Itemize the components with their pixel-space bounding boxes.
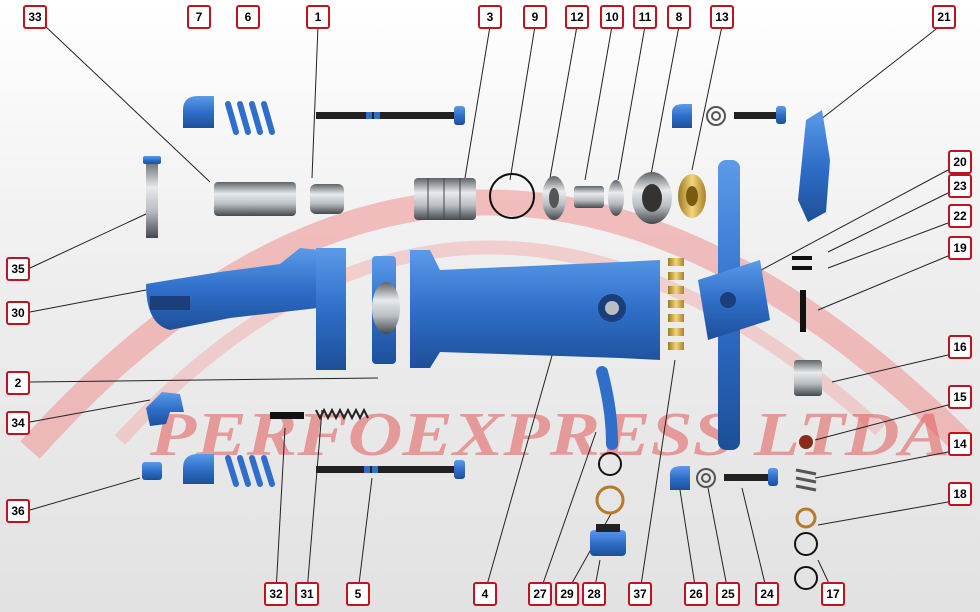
callout-6: 6 xyxy=(236,5,260,29)
washer-25 xyxy=(696,468,716,488)
long-bolt-5 xyxy=(316,460,465,479)
pin-35 xyxy=(143,156,161,238)
callout-31: 31 xyxy=(295,582,319,606)
callout-14: 14 xyxy=(948,432,972,456)
callout-8: 8 xyxy=(667,5,691,29)
callout-23: 23 xyxy=(948,174,972,198)
chuck-8 xyxy=(632,172,672,224)
callout-18: 18 xyxy=(948,482,972,506)
callout-25: 25 xyxy=(716,582,740,606)
cap-nut-7 xyxy=(183,96,214,128)
cap-nut-26 xyxy=(670,466,690,490)
valve-16 xyxy=(794,360,822,396)
lever-34 xyxy=(146,392,184,426)
valve-10 xyxy=(574,186,604,208)
fitting-28 xyxy=(590,524,626,556)
callout-19: 19 xyxy=(948,236,972,260)
oring-29a xyxy=(598,452,622,476)
callout-35: 35 xyxy=(6,257,30,281)
callout-24: 24 xyxy=(755,582,779,606)
callout-29: 29 xyxy=(555,582,579,606)
pin-19 xyxy=(800,290,806,332)
washer-11 xyxy=(608,180,624,216)
callout-12: 12 xyxy=(565,5,589,29)
watermark-arch xyxy=(20,189,970,459)
watermark-inner-arch xyxy=(114,240,885,445)
callout-22: 22 xyxy=(948,204,972,228)
callout-26: 26 xyxy=(684,582,708,606)
ring-18 xyxy=(795,507,817,529)
spring-6 xyxy=(225,101,275,135)
ring-29 xyxy=(595,485,625,515)
callout-4: 4 xyxy=(473,582,497,606)
ball-15 xyxy=(799,435,813,449)
callout-9: 9 xyxy=(523,5,547,29)
studs-37 xyxy=(668,258,684,350)
washer-12 xyxy=(542,176,566,220)
cap-nut-7-lower xyxy=(183,454,214,484)
sleeve-33 xyxy=(214,182,296,216)
callout-36: 36 xyxy=(6,499,30,523)
callout-7: 7 xyxy=(187,5,211,29)
callout-15: 15 xyxy=(948,385,972,409)
bolt-24 xyxy=(724,468,778,486)
cylinder-4 xyxy=(410,250,660,368)
cap-nut-26-top xyxy=(672,104,692,128)
callout-21: 21 xyxy=(932,5,956,29)
callout-37: 37 xyxy=(628,582,652,606)
callout-33: 33 xyxy=(23,5,47,29)
pin-32 xyxy=(270,412,304,419)
sleeve-1 xyxy=(310,184,344,214)
leader-lines xyxy=(29,25,949,593)
nut-36 xyxy=(142,462,162,480)
rings-3 xyxy=(414,178,476,220)
spring-6-lower xyxy=(225,455,275,487)
trigger-21 xyxy=(798,110,830,222)
callout-34: 34 xyxy=(6,411,30,435)
washer-25-top xyxy=(706,106,726,126)
handle-20 xyxy=(698,160,770,450)
long-bolt-3 xyxy=(316,106,465,125)
callout-5: 5 xyxy=(346,582,370,606)
callout-32: 32 xyxy=(264,582,288,606)
spring-14 xyxy=(795,468,817,492)
gasket-2 xyxy=(372,256,400,364)
hose-27 xyxy=(596,366,618,450)
front-head-30 xyxy=(146,248,346,370)
bushing-13 xyxy=(678,174,706,218)
callout-2: 2 xyxy=(6,371,30,395)
callout-11: 11 xyxy=(633,5,657,29)
callout-20: 20 xyxy=(948,150,972,174)
callout-10: 10 xyxy=(600,5,624,29)
watermark-text: PERFOEXPRESS LTDA xyxy=(149,401,950,469)
callout-3: 3 xyxy=(478,5,502,29)
oring-17b xyxy=(794,566,818,590)
callout-17: 17 xyxy=(821,582,845,606)
callout-13: 13 xyxy=(710,5,734,29)
oring-17a xyxy=(794,532,818,556)
spring-31 xyxy=(315,407,369,421)
callout-16: 16 xyxy=(948,335,972,359)
callout-30: 30 xyxy=(6,301,30,325)
oring-9 xyxy=(489,173,535,219)
callout-28: 28 xyxy=(582,582,606,606)
pin-22 xyxy=(792,256,812,270)
bolt-24-top xyxy=(734,106,786,124)
callout-27: 27 xyxy=(528,582,552,606)
callout-1: 1 xyxy=(306,5,330,29)
